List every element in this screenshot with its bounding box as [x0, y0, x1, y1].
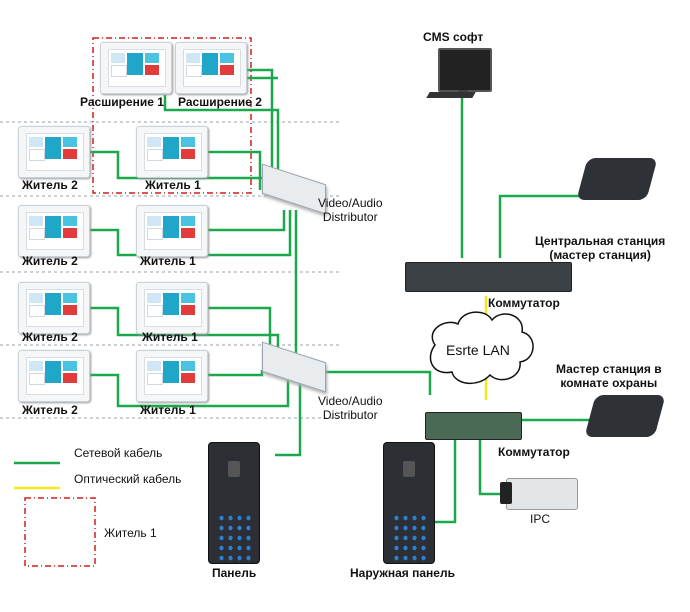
- resident-1-label: Житель 1: [140, 403, 196, 417]
- legend-optical-cable: Оптический кабель: [74, 472, 182, 486]
- switch-1: [405, 262, 572, 292]
- resident-1-monitor: [136, 282, 208, 334]
- legend-network-cable: Сетевой кабель: [74, 446, 163, 460]
- cms-label: CMS софт: [423, 30, 484, 44]
- resident-1-monitor: [136, 205, 208, 257]
- door-panel: [208, 442, 260, 564]
- extension-1-label: Расширение 1: [80, 95, 164, 109]
- switch-2: [425, 412, 522, 440]
- lan-label: Esrte LAN: [446, 342, 510, 358]
- resident-2-label: Житель 2: [22, 403, 78, 417]
- guard-station-label: Мастер станция в комнате охраны: [556, 362, 662, 390]
- distributor-2-label: Video/Audio Distributor: [318, 394, 383, 422]
- cms-computer: [438, 48, 492, 92]
- resident-2-monitor: [18, 126, 90, 178]
- resident-2-monitor: [18, 350, 90, 402]
- resident-1-label: Житель 1: [140, 254, 196, 268]
- outdoor-panel-label: Наружная панель: [350, 566, 455, 580]
- extension-1-monitor: [100, 42, 172, 94]
- central-station-label: Центральная станция (мастер станция): [535, 234, 666, 262]
- resident-2-label: Житель 2: [22, 330, 78, 344]
- central-station-phone: [576, 158, 658, 200]
- guard-station-phone: [584, 395, 666, 437]
- ipc-camera: [506, 478, 578, 510]
- panel-label: Панель: [212, 566, 257, 580]
- resident-2-label: Житель 2: [22, 178, 78, 192]
- extension-2-label: Расширение 2: [178, 95, 262, 109]
- resident-1-label: Житель 1: [145, 178, 201, 192]
- ipc-label: IPC: [530, 512, 551, 526]
- extension-2-monitor: [175, 42, 247, 94]
- distributor-1-label: Video/Audio Distributor: [318, 196, 383, 224]
- resident-2-label: Житель 2: [22, 254, 78, 268]
- switch-1-label: Коммутатор: [488, 296, 560, 310]
- legend-resident-box: Житель 1: [104, 526, 157, 540]
- lan-cloud: [429, 311, 534, 384]
- cms-keyboard: [426, 92, 476, 98]
- resident-2-monitor: [18, 205, 90, 257]
- switch-2-label: Коммутатор: [498, 445, 570, 459]
- resident-1-monitor: [136, 126, 208, 178]
- outdoor-panel: [383, 442, 435, 564]
- resident-1-monitor: [136, 350, 208, 402]
- resident-2-monitor: [18, 282, 90, 334]
- ipc-lens: [500, 482, 512, 504]
- resident-1-label: Житель 1: [142, 330, 198, 344]
